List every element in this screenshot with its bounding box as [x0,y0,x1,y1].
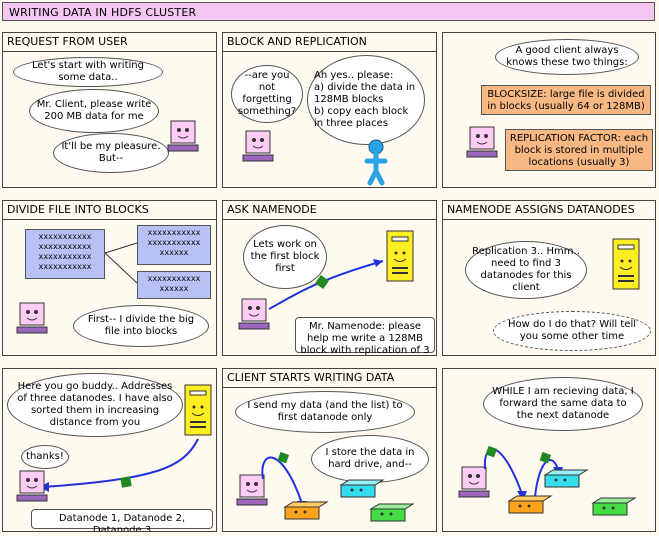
client-computer-icon [458,466,490,498]
request-box: Mr. Namenode: please help me write a 128… [295,317,435,355]
panel-client-starts-writing: CLIENT STARTS WRITING DATA I send my dat… [222,368,437,532]
client-computer-icon [167,120,199,152]
big-file-box: xxxxxxxxxxx xxxxxxxxxxx xxxxxxxxxxx xxxx… [25,229,105,279]
panel-request-from-user: REQUEST FROM USER Let's start with writi… [2,32,217,188]
speech-bubble: WHILE I am recieving data, I forward the… [483,377,643,431]
namenode-server-icon [386,230,414,282]
speech-bubble: --are you not forgetting something? [231,65,303,123]
namenode-server-icon [612,238,640,290]
speech-bubble: Let's start with writing some data.. [13,57,163,87]
block-box: xxxxxxxxxxx xxxxxx [137,271,211,299]
panel-namenode-returns-list: Here you go buddy.. Addresses of three d… [2,368,217,532]
datanode-list-box: Datanode 1, Datanode 2, Datanode 3 [31,509,213,531]
client-computer-icon [16,470,48,502]
panel-title: BLOCK AND REPLICATION [223,33,436,52]
page-title: WRITING DATA IN HDFS CLUSTER [2,2,655,21]
panel-namenode-assigns-datanodes: NAMENODE ASSIGNS DATANODES Replication 3… [442,200,656,356]
panel-title: DIVIDE FILE INTO BLOCKS [3,201,216,220]
panel-client-knowledge: A good client always knows these two thi… [442,32,656,188]
block-box: xxxxxxxxxxx xxxxxxxxxxx xxxxxx [137,225,211,265]
namenode-server-icon [184,384,212,436]
panel-block-and-replication: BLOCK AND REPLICATION --are you not forg… [222,32,437,188]
speech-bubble: I send my data (and the list) to first d… [235,391,415,433]
client-computer-icon [238,298,270,330]
datanode-2-icon [543,469,589,488]
datanode-1-icon [283,501,329,520]
datanode-3-icon [369,503,415,522]
client-computer-icon [466,126,498,158]
split-lines [104,242,138,284]
datanode-3-icon [591,497,637,516]
panel-ask-namenode: ASK NAMENODE Lets work on the first bloc… [222,200,437,356]
speech-bubble: Replication 3.. Hmm.. need to find 3 dat… [465,241,587,299]
client-computer-icon [242,130,274,162]
panel-title: NAMENODE ASSIGNS DATANODES [443,201,655,220]
blocksize-note: BLOCKSIZE: large file is divided in bloc… [481,85,651,115]
panel-title: ASK NAMENODE [223,201,436,220]
speech-bubble: Here you go buddy.. Addresses of three d… [7,373,183,437]
speech-bubble: Mr. Client, please write 200 MB data for… [29,89,159,133]
user-figure-icon [364,139,388,186]
speech-bubble: thanks! [21,445,69,469]
panel-divide-file-into-blocks: DIVIDE FILE INTO BLOCKS xxxxxxxxxxx xxxx… [2,200,217,356]
speech-bubble: Ah yes.. please: a) divide the data in 1… [307,55,425,145]
datanode-1-icon [507,495,553,514]
replication-factor-note: REPLICATION FACTOR: each block is stored… [505,129,653,171]
panel-title: REQUEST FROM USER [3,33,216,52]
speech-bubble: First-- I divide the big file into block… [73,305,209,347]
datanode-2-icon [339,479,385,498]
speech-bubble: Lets work on the first block first [243,225,327,289]
speech-bubble: It'll be my pleasure. But-- [53,133,169,173]
request-arrow [268,259,384,310]
speech-bubble: A good client always knows these two thi… [495,39,639,75]
thought-bubble: How do I do that? Will tell you some oth… [493,311,651,351]
panel-title: CLIENT STARTS WRITING DATA [223,369,436,388]
panel-pipeline-forwarding: WHILE I am recieving data, I forward the… [442,368,656,532]
client-computer-icon [236,474,268,506]
client-computer-icon [16,302,48,334]
